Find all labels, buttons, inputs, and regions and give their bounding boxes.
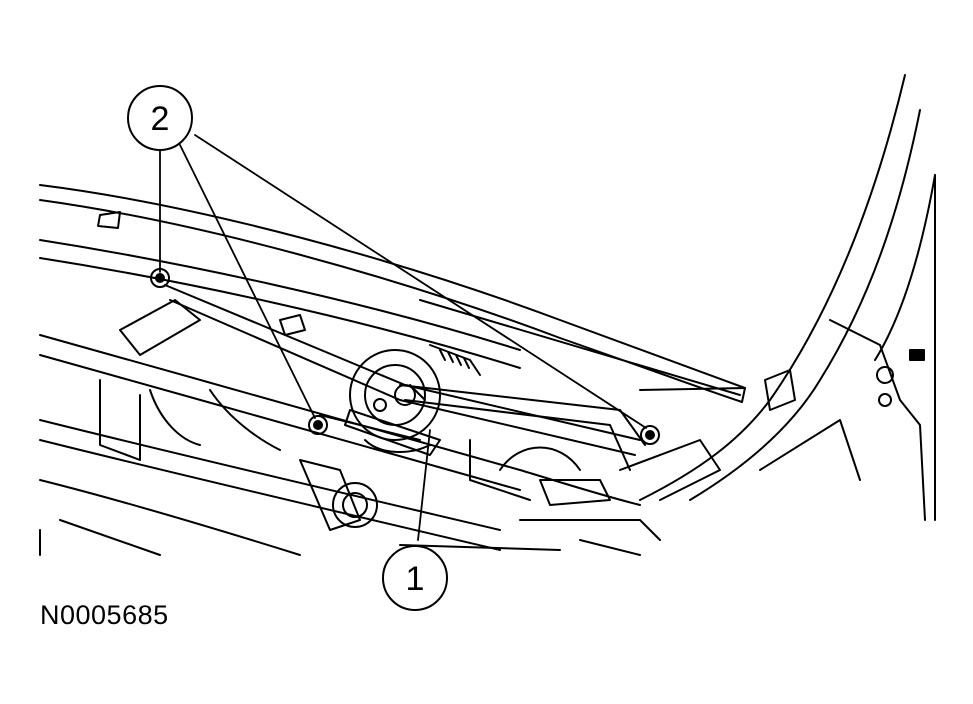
center-pivot-bolt <box>308 415 328 435</box>
callout-1-circle <box>382 545 448 611</box>
wiper-linkage <box>119 284 646 471</box>
wiper-motor <box>344 344 481 456</box>
figure-id: N0005685 <box>40 600 169 630</box>
leader-lines <box>159 134 647 541</box>
firewall-structure <box>39 379 721 556</box>
callout-2-label: 2 <box>151 100 170 138</box>
callout-2-circle <box>127 85 193 151</box>
a-pillar-panel <box>639 74 936 521</box>
pivot-bolts <box>150 268 660 445</box>
right-pivot-bolt <box>640 425 660 445</box>
cowl-crossmember <box>39 334 641 556</box>
windshield-cowl <box>39 184 746 403</box>
callout-1-label: 1 <box>406 560 425 598</box>
